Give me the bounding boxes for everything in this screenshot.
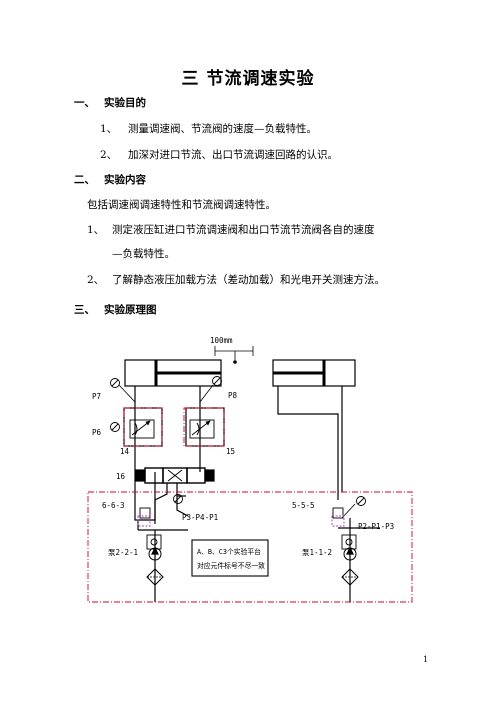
label-left-relief: 6-6-3 xyxy=(102,501,125,510)
left-throttle-valve-symbol xyxy=(129,419,155,439)
section-title: 实验目的 xyxy=(104,97,146,109)
right-cylinder-shape xyxy=(272,359,356,387)
section-heading-content: 二、实验内容 xyxy=(74,172,146,187)
left-cylinder-shape xyxy=(124,359,222,387)
hydraulic-circuit-diagram: 100mm P7 P8 P6 14 15 16 6-6-3 5-5-5 P3-P… xyxy=(87,336,413,603)
label-right-pump: 泵1-1-2 xyxy=(302,548,332,557)
section-number: 一、 xyxy=(74,97,95,109)
section-title: 实验内容 xyxy=(104,174,146,186)
note-line-1: A、B、C3个实验平台 xyxy=(197,547,261,556)
right-valve-outline xyxy=(183,407,225,447)
item-text: 加深对进口节流、出口节流调速回路的认识。 xyxy=(128,149,338,161)
label-14: 14 xyxy=(120,447,130,456)
section-heading-diagram: 三、实验原理图 xyxy=(74,302,157,317)
section-heading-purpose: 一、实验目的 xyxy=(74,95,146,110)
label-15: 15 xyxy=(226,447,235,456)
left-valve-outline xyxy=(123,407,163,447)
right-throttle-valve-symbol xyxy=(189,419,215,439)
content-item-2: 2、了解静态液压加载方法（差动加载）和光电开关测速方法。 xyxy=(87,272,385,287)
label-p8: P8 xyxy=(228,391,238,400)
pump-station-outline xyxy=(87,491,413,603)
content-item-1-continuation: —负载特性。 xyxy=(112,248,175,260)
item-number: 1、 xyxy=(100,123,118,135)
item-text: 测定液压缸进口节流调速阀和出口节流节流阀各自的速度 xyxy=(112,224,375,236)
label-left-pump: 泵2-2-1 xyxy=(108,548,138,557)
directional-valve-symbol xyxy=(135,467,215,484)
item-text: 测量调速阀、节流阀的速度—负载特性。 xyxy=(128,123,317,135)
label-p7: P7 xyxy=(92,392,101,401)
item-text: 了解静态液压加载方法（差动加载）和光电开关测速方法。 xyxy=(112,274,385,286)
purpose-item-2: 2、加深对进口节流、出口节流调速回路的认识。 xyxy=(100,147,338,162)
section-title: 实验原理图 xyxy=(104,304,157,316)
content-item-1: 1、测定液压缸进口节流调速阀和出口节流节流阀各自的速度 xyxy=(87,222,375,237)
scale-bracket xyxy=(214,346,254,364)
section-number: 二、 xyxy=(74,174,95,186)
item-number: 2、 xyxy=(100,149,118,161)
label-right-relief: 5-5-5 xyxy=(292,501,315,510)
item-number: 2、 xyxy=(87,274,105,286)
label-left-gauge: P3-P4-P1 xyxy=(182,513,218,522)
label-16: 16 xyxy=(116,472,126,481)
section-number: 三、 xyxy=(74,304,95,316)
page-number: 1 xyxy=(423,655,429,664)
content-intro: 包括调速阀调速特性和节流阀调速特性。 xyxy=(87,199,276,211)
note-line-2: 对应元件标号不尽一致 xyxy=(197,561,265,570)
scale-label: 100mm xyxy=(210,336,233,345)
purpose-item-1: 1、测量调速阀、节流阀的速度—负载特性。 xyxy=(100,121,317,136)
page-title: 三 节流调速实验 xyxy=(181,69,315,89)
label-p6: P6 xyxy=(92,428,102,437)
label-right-gauge: P2-P1-P3 xyxy=(358,522,394,531)
item-number: 1、 xyxy=(87,224,105,236)
